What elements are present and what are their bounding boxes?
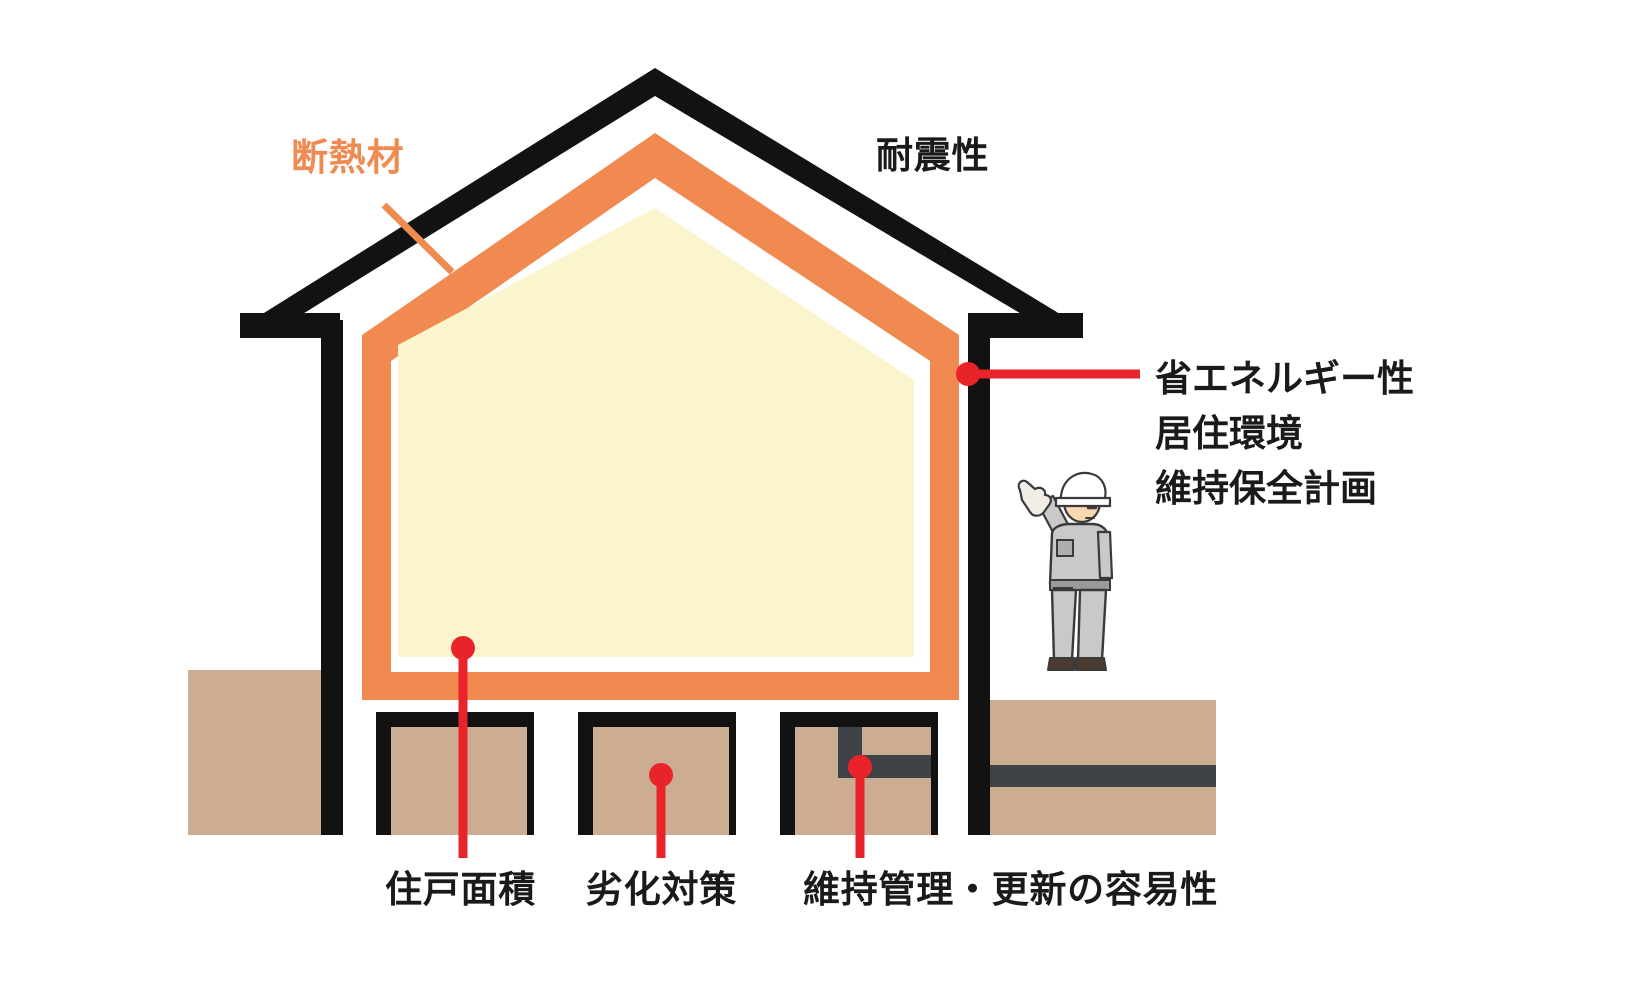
leader-dot-maintenance	[848, 755, 872, 779]
label-insulation: 断熱材	[291, 136, 405, 179]
label-energy-saving: 省エネルギー性	[1155, 357, 1414, 400]
ground-right-pipe	[978, 765, 1216, 787]
label-dwelling-area: 住戸面積	[385, 868, 536, 911]
right-wall	[968, 320, 990, 835]
label-group-right: 省エネルギー性 居住環境 維持保全計画	[1155, 352, 1414, 516]
interior-space	[398, 208, 914, 657]
label-living-environment: 居住環境	[1155, 411, 1303, 455]
label-degradation-countermeasures: 劣化対策	[586, 868, 737, 911]
leader-insulation	[381, 202, 455, 275]
label-seismic: 耐震性	[876, 134, 990, 177]
label-maintenance-plan: 維持保全計画	[1155, 466, 1377, 510]
worker-helmet-brim	[1054, 496, 1112, 508]
house-outline	[240, 68, 1083, 835]
worker-hand-pointing	[1017, 479, 1052, 517]
callout-leaders	[381, 202, 1140, 858]
worker-leg-left	[1050, 588, 1078, 662]
worker-boot-left	[1047, 657, 1075, 671]
worker-boot-right	[1075, 657, 1107, 671]
label-maintenance-ease: 維持管理・更新の容易性	[803, 868, 1219, 911]
ground-left-block	[188, 670, 330, 835]
leader-dot-energy-saving	[956, 362, 980, 386]
worker-arm-lowered	[1096, 530, 1114, 580]
ground-layers	[188, 670, 1216, 835]
worker-chest-pocket	[1056, 539, 1074, 557]
construction-worker-figure	[1017, 471, 1114, 671]
leader-dot-dwelling-area	[451, 636, 475, 660]
leader-dot-degradation	[649, 763, 673, 787]
left-wall	[321, 320, 343, 835]
worker-leg-right	[1076, 588, 1108, 662]
foundation-left	[376, 712, 534, 835]
